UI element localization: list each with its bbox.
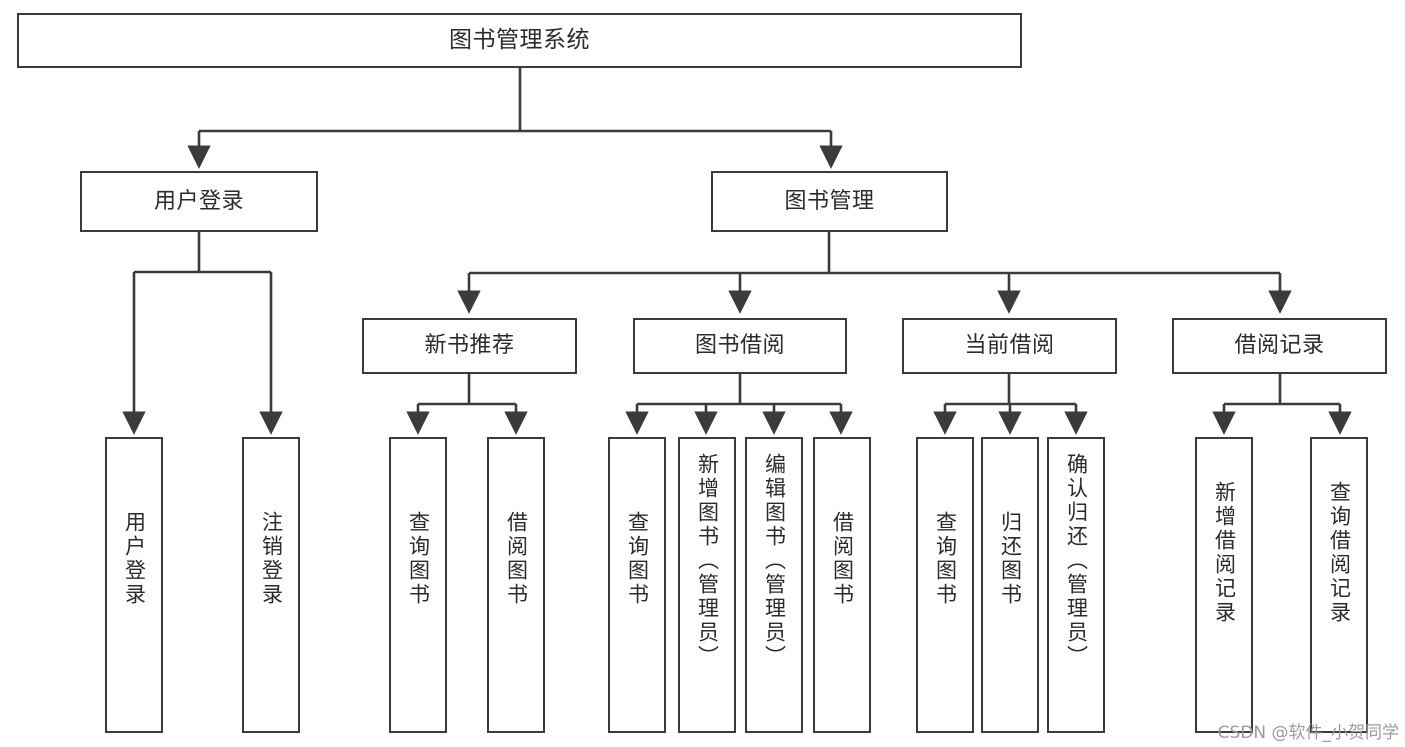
node-label: 注销登录 xyxy=(259,511,284,607)
node-label: 借阅图书 xyxy=(830,511,855,607)
node-book-borrow[interactable]: 图书借阅 xyxy=(633,318,847,374)
node-label: 查询图书 xyxy=(406,511,431,607)
node-new-book-recommend[interactable]: 新书推荐 xyxy=(362,318,577,374)
node-label: 图书管理 xyxy=(784,188,875,214)
node-borrow-record[interactable]: 借阅记录 xyxy=(1172,318,1387,374)
leaf-query-book-borrow[interactable]: 查询图书 xyxy=(608,437,666,733)
leaf-add-borrow-record[interactable]: 新增借阅记录 xyxy=(1195,437,1253,733)
node-label: 确认归还（管理员） xyxy=(1064,453,1089,669)
node-label: 当前借阅 xyxy=(964,333,1055,359)
leaf-confirm-return[interactable]: 确认归还（管理员） xyxy=(1047,437,1105,733)
leaf-add-book[interactable]: 新增图书（管理员） xyxy=(678,437,736,733)
leaf-user-login[interactable]: 用户登录 xyxy=(105,437,163,733)
node-label: 用户登录 xyxy=(153,188,244,214)
node-label: 查询图书 xyxy=(625,511,650,607)
leaf-query-borrow-record[interactable]: 查询借阅记录 xyxy=(1310,437,1368,733)
node-label: 图书管理系统 xyxy=(449,26,590,53)
leaf-query-book-current[interactable]: 查询图书 xyxy=(916,437,974,733)
node-label: 新书推荐 xyxy=(424,333,515,359)
node-current-borrow[interactable]: 当前借阅 xyxy=(902,318,1117,374)
node-label: 归还图书 xyxy=(998,511,1023,607)
node-label: 新增图书（管理员） xyxy=(695,453,720,669)
node-label: 用户登录 xyxy=(122,511,147,607)
leaf-return-book[interactable]: 归还图书 xyxy=(981,437,1039,733)
leaf-query-book-recommend[interactable]: 查询图书 xyxy=(389,437,447,733)
node-label: 查询借阅记录 xyxy=(1327,481,1352,625)
node-label: 编辑图书（管理员） xyxy=(762,453,787,669)
node-label: 图书借阅 xyxy=(694,333,785,359)
leaf-edit-book[interactable]: 编辑图书（管理员） xyxy=(745,437,803,733)
leaf-logout[interactable]: 注销登录 xyxy=(242,437,300,733)
node-user-login[interactable]: 用户登录 xyxy=(80,171,318,232)
node-label: 新增借阅记录 xyxy=(1212,481,1237,625)
node-root-book-management-system[interactable]: 图书管理系统 xyxy=(17,13,1022,68)
leaf-borrow-book-recommend[interactable]: 借阅图书 xyxy=(487,437,545,733)
node-book-management[interactable]: 图书管理 xyxy=(711,171,948,232)
node-label: 借阅图书 xyxy=(504,511,529,607)
leaf-borrow-book-borrow[interactable]: 借阅图书 xyxy=(813,437,871,733)
node-label: 借阅记录 xyxy=(1234,333,1325,359)
node-label: 查询图书 xyxy=(933,511,958,607)
